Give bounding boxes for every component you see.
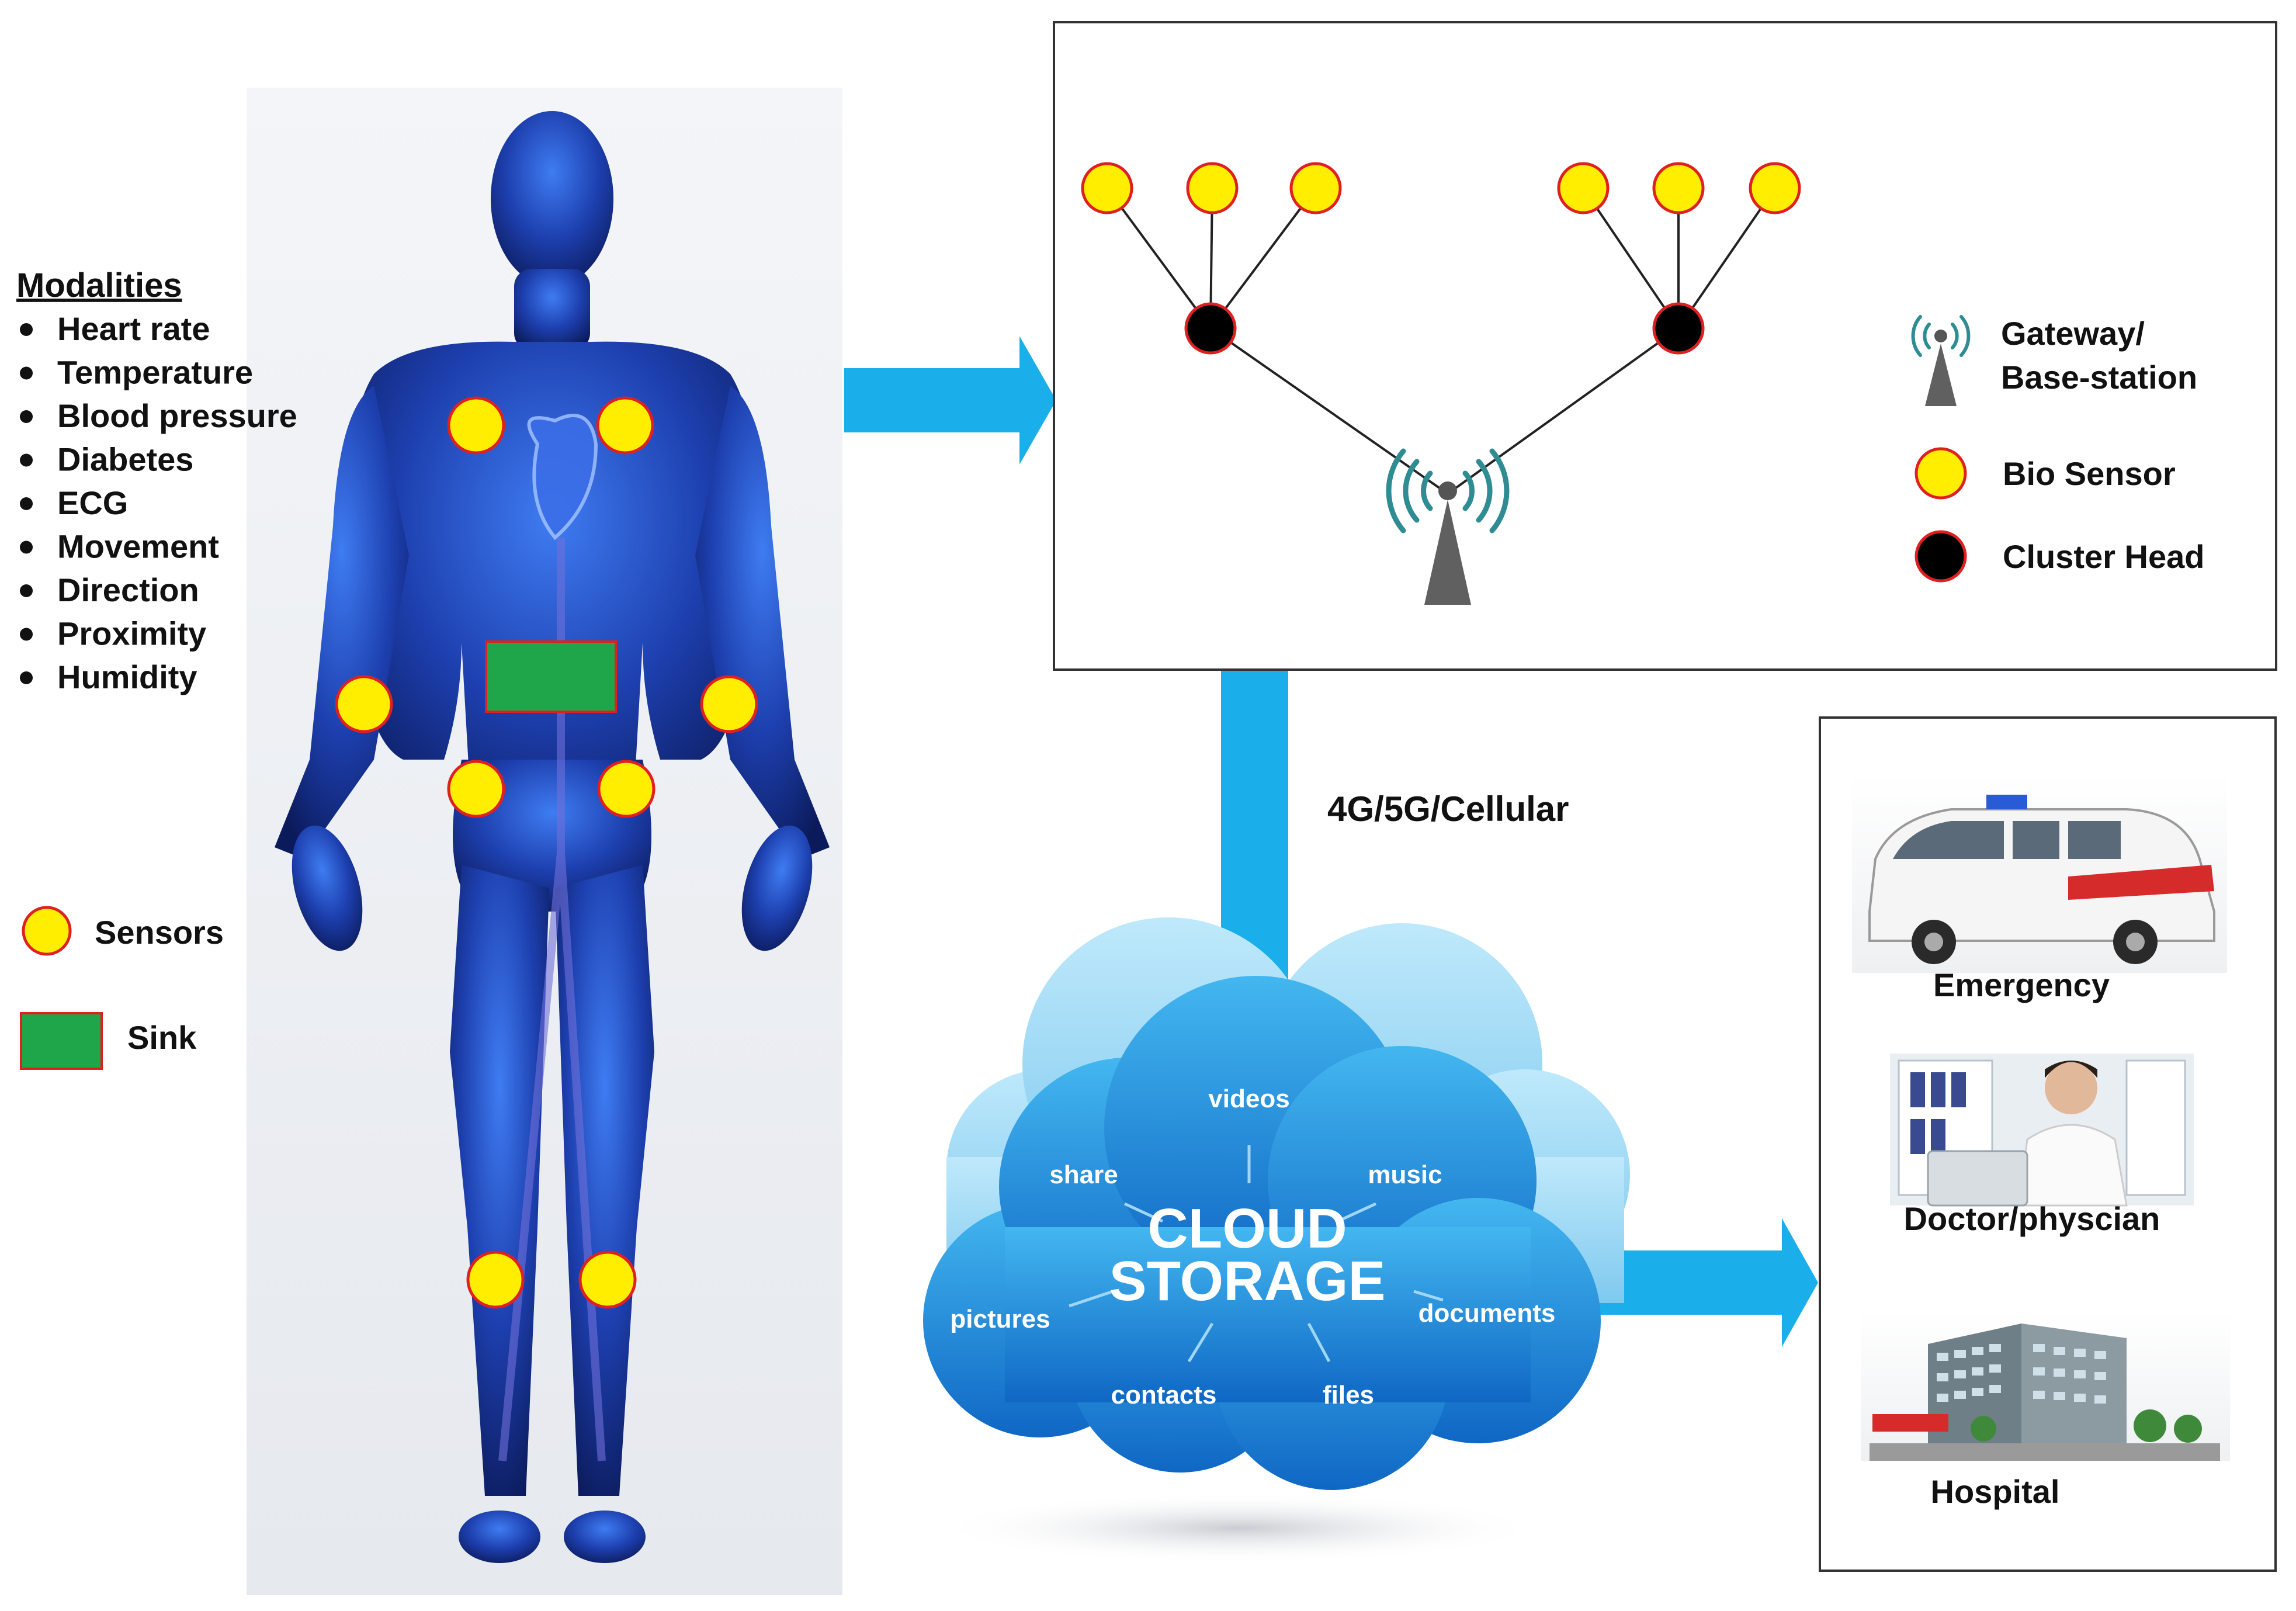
legend-cluster-head-symbol	[1915, 530, 1967, 583]
bio-sensor-node	[1557, 162, 1610, 214]
modality-bullet	[20, 497, 33, 510]
arrow-body-to-network	[844, 336, 1056, 465]
legend-sensor-symbol	[22, 906, 72, 956]
body-sensor-chest-left	[447, 396, 505, 455]
cluster-head-left	[1184, 302, 1237, 355]
modality-bullet	[20, 541, 33, 554]
legend-bio-sensor-symbol	[1915, 447, 1967, 500]
bio-sensor-node	[1186, 162, 1239, 214]
legend-cluster-head-label: Cluster Head	[2003, 538, 2204, 575]
legend-bio-sensor-label: Bio Sensor	[2003, 455, 2176, 492]
modalities-title: Modalities	[16, 266, 182, 304]
modality-item: Temperature	[57, 354, 253, 391]
cellular-link-label: 4G/5G/Cellular	[1327, 789, 1569, 829]
cloud-label-documents: documents	[1418, 1299, 1556, 1328]
body-sensor-knee-left	[466, 1250, 525, 1309]
cloud-label-pictures: pictures	[950, 1305, 1050, 1333]
modality-bullet	[20, 628, 33, 641]
legend-sensors-label: Sensors	[95, 914, 224, 951]
body-sensor-arm-right	[700, 675, 758, 733]
cloud-label-share: share	[1049, 1160, 1118, 1189]
body-legend: Sensors Sink	[20, 906, 224, 1070]
modality-item: Humidity	[57, 659, 197, 695]
endpoint-hospital-label: Hospital	[1931, 1473, 2060, 1510]
legend-sink-label: Sink	[127, 1019, 197, 1056]
body-sensor-hip-left	[447, 760, 505, 818]
cloud-label-files: files	[1323, 1381, 1374, 1409]
modality-bullet	[20, 410, 33, 423]
cloud-label-videos: videos	[1208, 1085, 1289, 1113]
modality-bullet	[20, 366, 33, 380]
body-sensor-knee-right	[578, 1250, 637, 1309]
bio-sensor-node	[1081, 162, 1133, 214]
cloud-title-line1: CLOUD	[1147, 1197, 1347, 1260]
modality-bullet	[20, 453, 33, 467]
antenna-tower-icon	[1386, 448, 1510, 605]
legend-gateway-line1: Gateway/	[2001, 315, 2145, 352]
cloud-title-line2: STORAGE	[1109, 1250, 1386, 1312]
cluster-head-right	[1652, 302, 1705, 355]
endpoints-panel: Emergency Doctor/physcian	[1819, 716, 2277, 1572]
modality-bullet	[20, 584, 33, 597]
modality-item: Blood pressure	[57, 397, 297, 434]
cloud-front-layer	[923, 976, 1601, 1490]
endpoint-emergency-label: Emergency	[1933, 966, 2110, 1003]
bio-sensor-node	[1289, 162, 1342, 214]
body-sensor-arm-left	[335, 675, 393, 733]
modality-item: Diabetes	[57, 441, 193, 478]
cloud-spoke-lines	[1069, 1145, 1444, 1363]
body-sensors	[335, 396, 758, 1309]
endpoint-doctor-label: Doctor/physcian	[1904, 1200, 2160, 1237]
modality-item: Movement	[57, 528, 219, 565]
gateway-legend-icon	[1911, 315, 1971, 406]
hospital-image	[1861, 1312, 2230, 1461]
modality-item: ECG	[57, 484, 128, 521]
modality-bullet	[20, 323, 33, 336]
body-sensor-hip-right	[597, 760, 655, 818]
modality-bullet	[20, 671, 33, 684]
network-panel: Gateway/ Base-station Bio Sensor Cluster…	[1053, 21, 2277, 671]
doctor-image	[1890, 1054, 2194, 1207]
cloud-storage: CLOUD STORAGE videos share music picture…	[923, 917, 1630, 1563]
bio-sensors-network	[1081, 162, 1801, 214]
modality-item: Direction	[57, 571, 199, 608]
cloud-shadow	[935, 1493, 1542, 1563]
body-sink	[485, 640, 617, 713]
bio-sensor-node	[1749, 162, 1801, 214]
arrow-network-to-cloud	[1171, 671, 1338, 1040]
ambulance-image	[1852, 774, 2227, 973]
legend-sink-symbol	[20, 1012, 103, 1070]
body-figure	[247, 88, 842, 1595]
modality-item: Proximity	[57, 615, 206, 652]
network-legend: Gateway/ Base-station Bio Sensor Cluster…	[1911, 315, 2204, 583]
heart-graphic	[527, 414, 598, 541]
body-sensor-chest-right	[596, 396, 654, 455]
cloud-label-contacts: contacts	[1111, 1381, 1217, 1409]
modality-item: Heart rate	[57, 310, 210, 347]
legend-gateway-line2: Base-station	[2001, 359, 2197, 396]
bio-sensor-node	[1652, 162, 1705, 214]
cloud-label-music: music	[1368, 1160, 1442, 1189]
